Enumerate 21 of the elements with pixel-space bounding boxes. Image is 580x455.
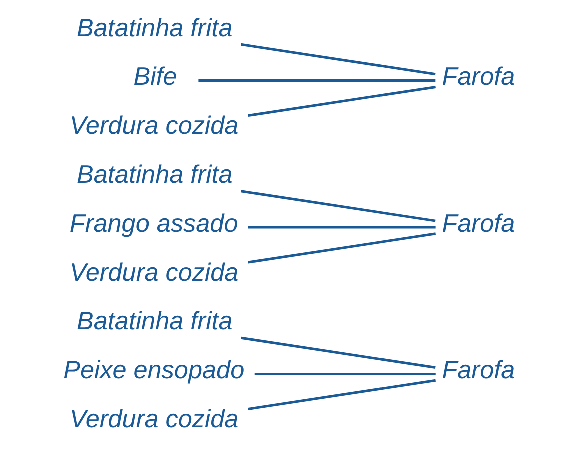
connector <box>241 336 436 370</box>
connector <box>248 232 436 264</box>
node-text: Verdura cozida <box>70 258 239 287</box>
node-text: Batatinha frita <box>77 14 233 42</box>
node-text: Peixe ensopado <box>64 356 245 385</box>
connector <box>254 372 436 376</box>
node-text: Batatinha frita <box>77 308 233 336</box>
connector <box>241 43 436 76</box>
connector <box>241 190 436 222</box>
connector <box>248 86 436 118</box>
node-text: Verdura cozida <box>70 112 239 140</box>
node-text: Batatinha frita <box>77 161 233 190</box>
connector <box>248 226 436 229</box>
node-text: Farofa <box>442 63 516 92</box>
connector <box>198 80 436 82</box>
connector <box>248 379 436 410</box>
node-text: Verdura cozida <box>70 406 239 434</box>
node-text: Bife <box>134 63 178 92</box>
node-text: Farofa <box>442 210 516 238</box>
node-text: Frango assado <box>70 210 238 238</box>
node-text: Farofa <box>442 356 516 385</box>
